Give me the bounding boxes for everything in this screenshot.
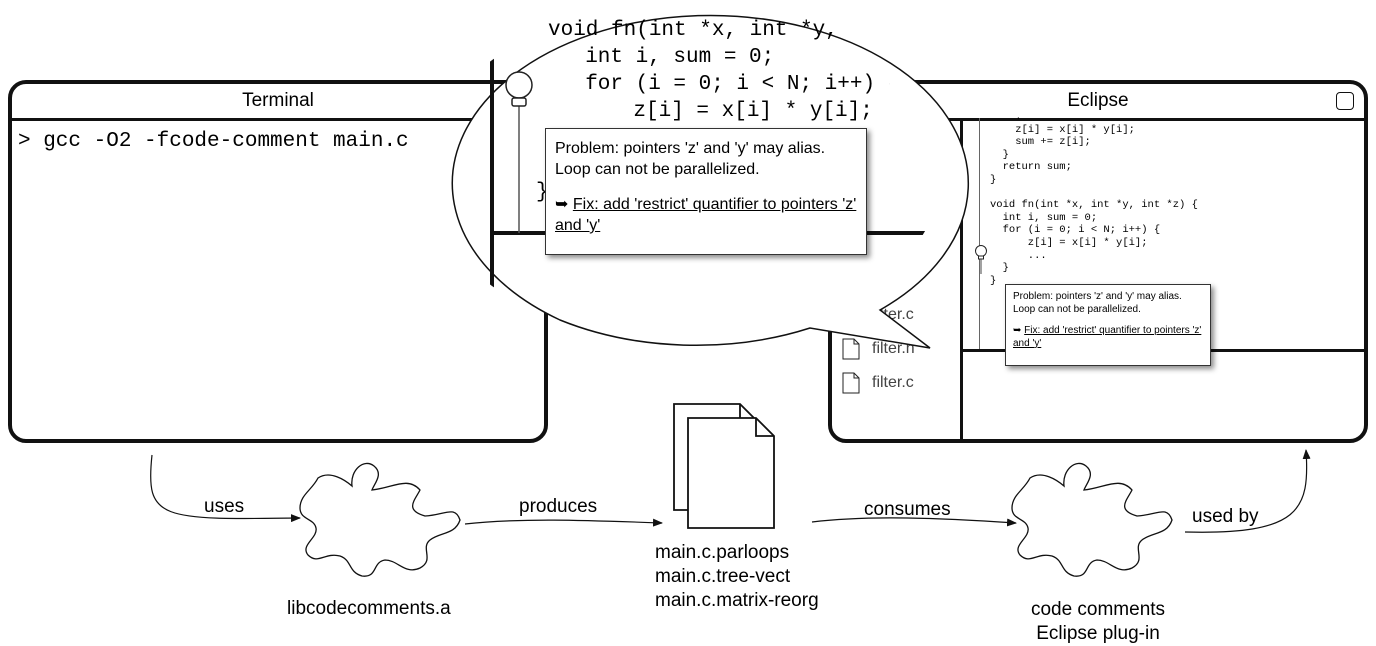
eclipse-code-line: sum += z[i]; [990,136,1091,149]
zoom-code-line: z[i] = x[i] * y[i]; [583,100,873,123]
produces-label: produces [519,496,598,517]
eclipse-tooltip-problem: Problem: pointers 'z' and 'y' may alias.… [1013,291,1182,315]
library-name: libcodecomments.a [287,598,451,619]
eclipse-code-line: . [990,111,1022,123]
used-by-arrow [1184,449,1311,533]
output-files: main.c.parloops main.c.tree-vect main.c.… [655,541,819,613]
terminal-title: Terminal [12,84,544,121]
eclipse-code-line: } [990,274,997,287]
lightbulb-icon[interactable] [974,244,988,274]
zoom-code-line: int i, sum = 0; [560,46,775,69]
produces-arrow [464,518,663,527]
editor-gutter [979,118,980,349]
eclipse-code-line: ... [990,249,1047,262]
consumes-arrow [811,517,1017,527]
file-name: filter.c [872,374,914,391]
terminal-window: Terminal > gcc -O2 -fcode-comment main.c [8,80,548,443]
plugin-name-line2: Eclipse plug-in [1036,623,1160,644]
zoom-tooltip-problem: Problem: pointers 'z' and 'y' may alias.… [555,140,826,178]
eclipse-code-line: int i, sum = 0; [990,211,1098,224]
eclipse-code-line: z[i] = x[i] * y[i]; [990,236,1148,249]
library-puzzle-icon [299,462,461,577]
zoom-fix-link[interactable]: Fix: add 'restrict' quantifier to pointe… [555,196,857,234]
maximize-button[interactable] [1336,92,1354,110]
eclipse-code: . z[i] = x[i] * y[i]; sum += z[i]; } ret… [990,111,1198,287]
eclipse-title: Eclipse [832,84,1364,121]
eclipse-fix-link[interactable]: Fix: add 'restrict' quantifier to pointe… [1013,325,1202,349]
eclipse-tooltip: Problem: pointers 'z' and 'y' may alias.… [1005,284,1211,366]
output-file: main.c.tree-vect [655,566,791,587]
eclipse-code-line: } [990,173,997,186]
documents-icon [673,403,775,529]
zoom-code-line: for (i = 0; i < N; i++) { [560,73,890,96]
zoom-fix-arrow-icon: ➥ [555,196,569,213]
eclipse-code-line: return sum; [990,161,1072,174]
plugin-puzzle-icon [1011,462,1173,577]
eclipse-code-line: void fn(int *x, int *y, int *z) { [990,199,1198,212]
file-icon [842,338,860,360]
used-by-label: used by [1192,506,1259,527]
output-file: main.c.parloops [655,542,790,563]
file-icon [842,372,860,394]
terminal-command: > gcc -O2 -fcode-comment main.c [18,130,409,153]
plugin-name-line1: code comments [1030,599,1166,620]
panel-divider [960,118,963,439]
uses-arrow [150,454,301,523]
eclipse-code-line: } [990,262,1009,275]
eclipse-code-line: z[i] = x[i] * y[i]; [990,123,1135,136]
zoom-code-line: void fn(int *x, int *y, [548,19,838,42]
eclipse-code-line: } [990,148,1009,161]
zoom-tooltip: Problem: pointers 'z' and 'y' may alias.… [545,128,867,255]
uses-label: uses [204,496,245,517]
big-lightbulb-icon [505,71,533,107]
output-file: main.c.matrix-reorg [655,590,819,611]
plugin-name: code comments Eclipse plug-in [1000,598,1196,646]
file-tree-item[interactable]: filter.c [842,372,914,394]
consumes-label: consumes [864,499,951,520]
eclipse-code-line: for (i = 0; i < N; i++) { [990,224,1161,237]
fix-arrow-icon: ➥ [1013,325,1022,337]
